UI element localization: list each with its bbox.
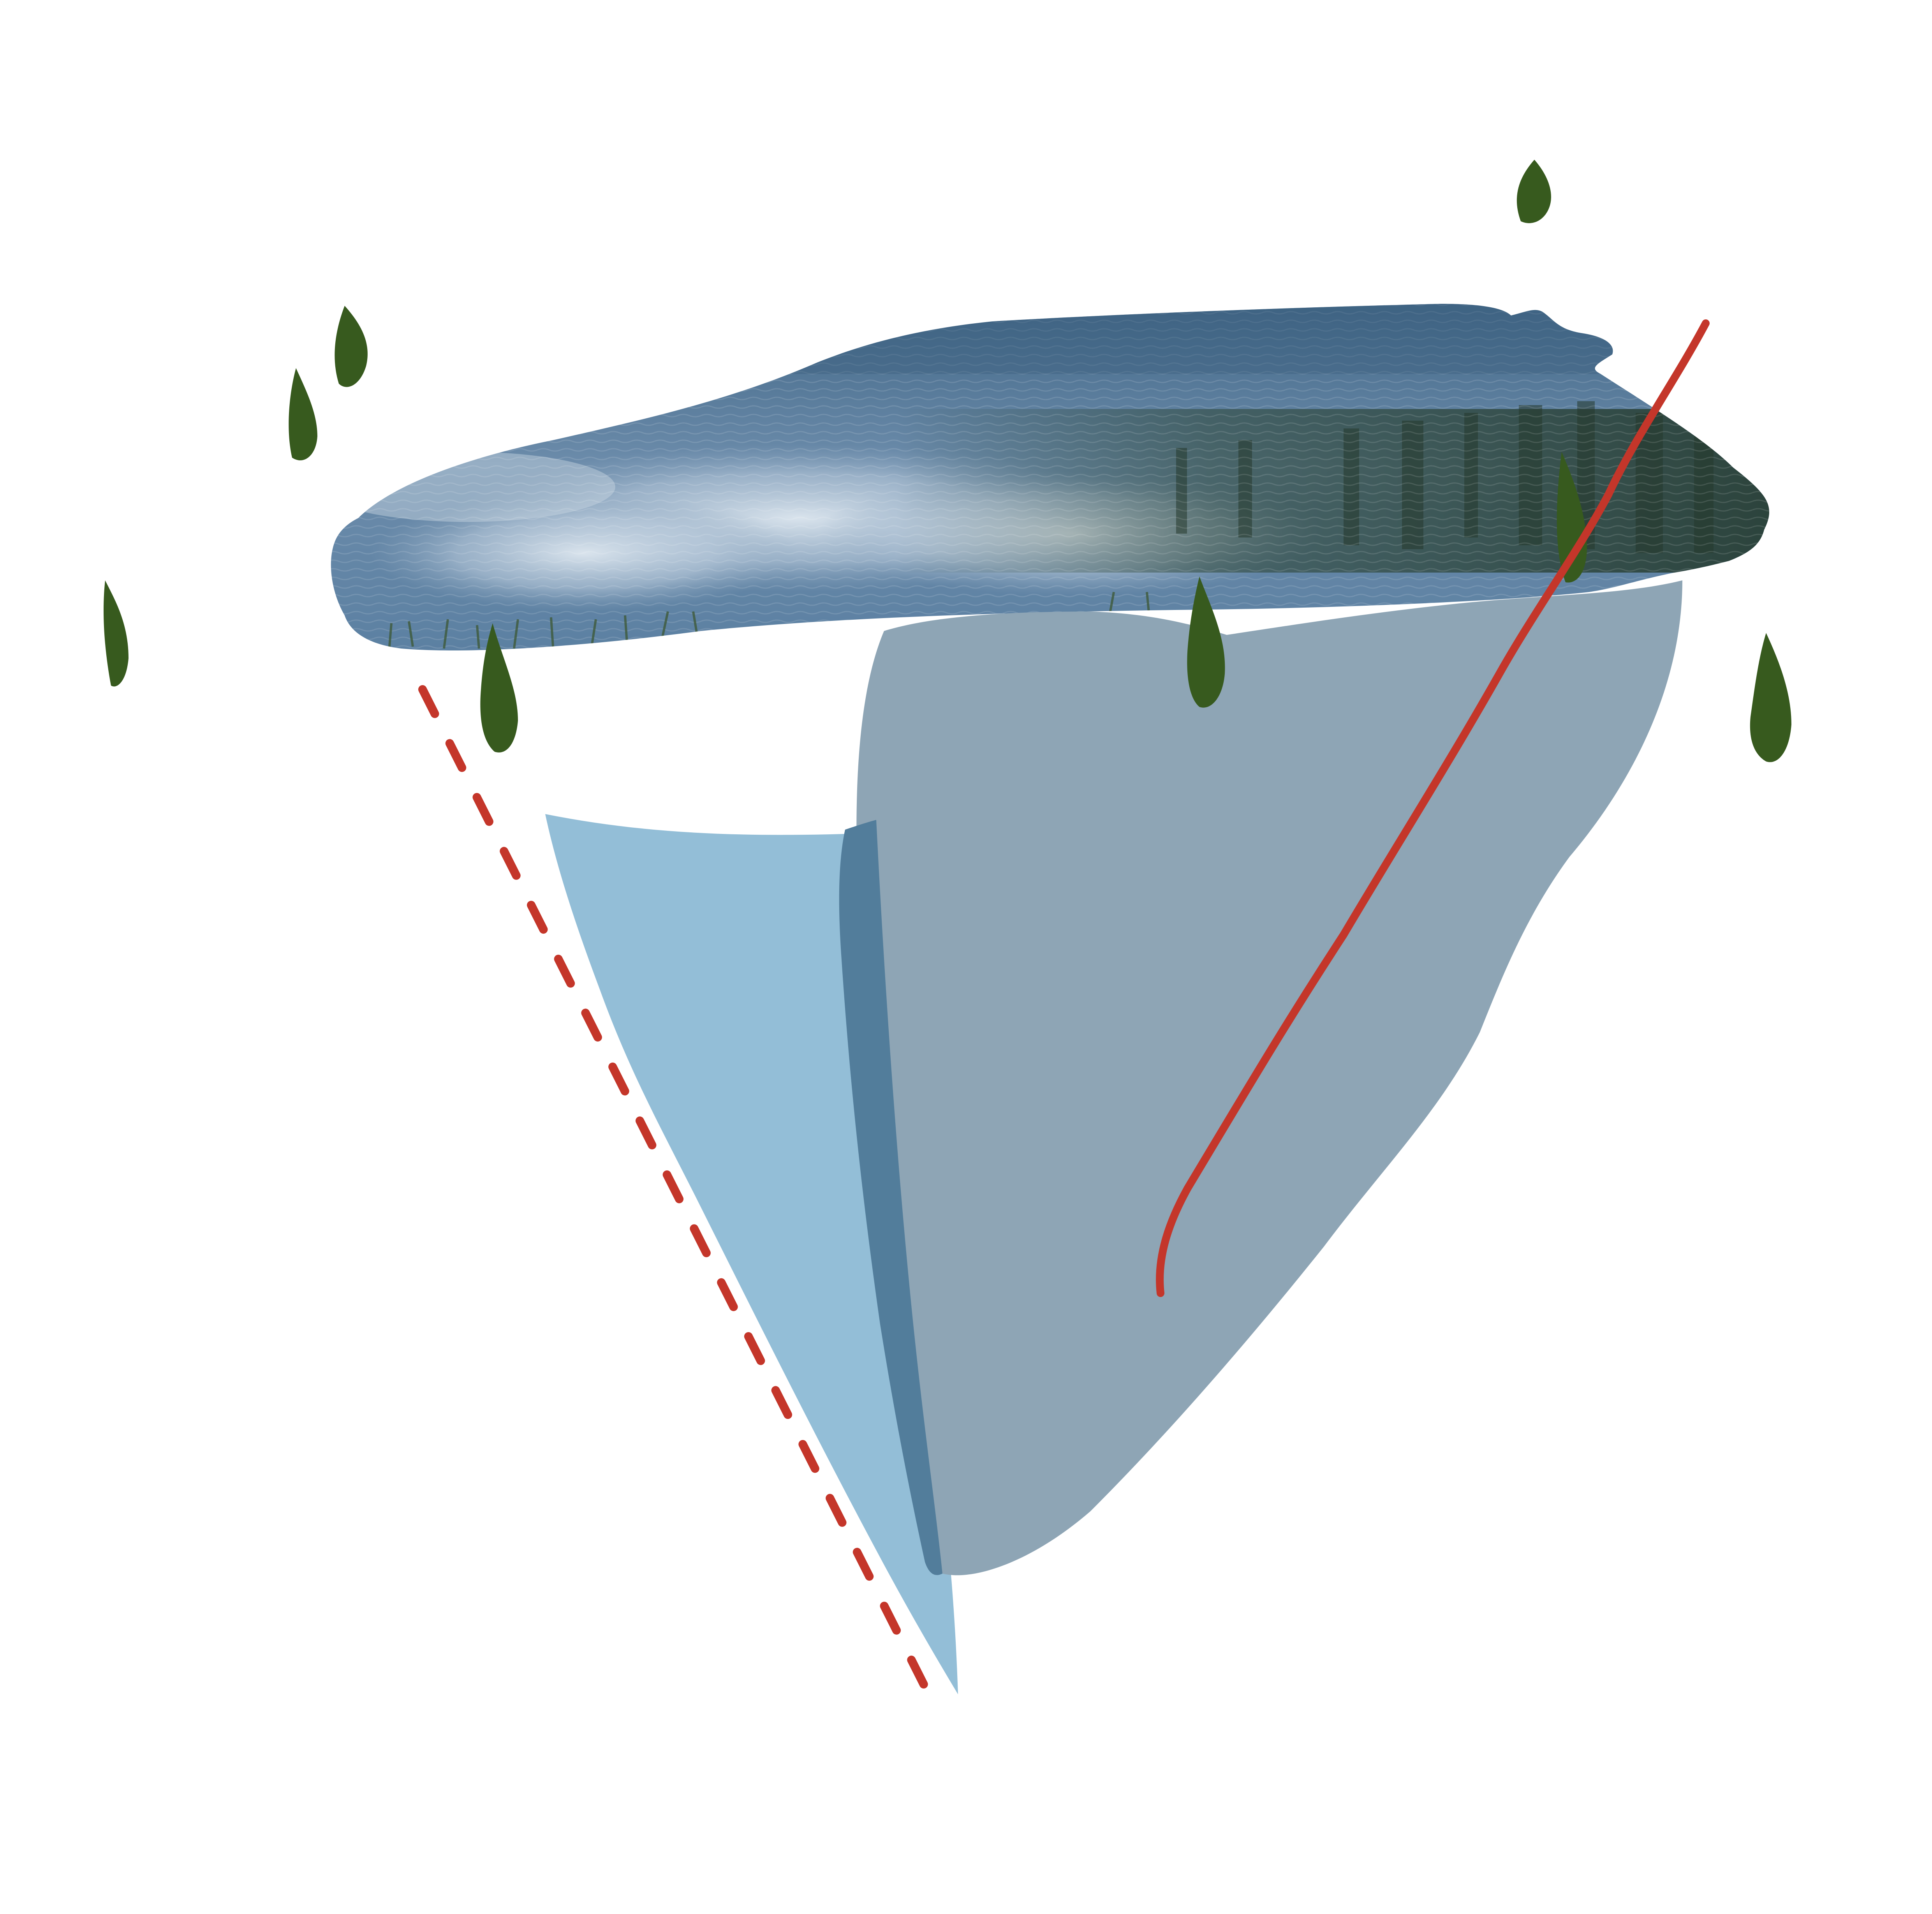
grey-blue-wedge <box>856 580 1682 1576</box>
tree-marker <box>335 306 368 387</box>
tree-marker <box>103 580 129 687</box>
tree-marker <box>480 623 518 753</box>
tree-marker <box>289 368 317 460</box>
tree-markers <box>103 160 1791 762</box>
dashed-red-line <box>418 685 943 1718</box>
lake-surface <box>331 304 1770 650</box>
tree-marker <box>1750 633 1791 762</box>
solid-red-line <box>1156 319 1710 1297</box>
tree-marker <box>1516 160 1551 223</box>
overlap-band <box>839 820 942 1575</box>
tree-marker <box>1187 576 1225 708</box>
